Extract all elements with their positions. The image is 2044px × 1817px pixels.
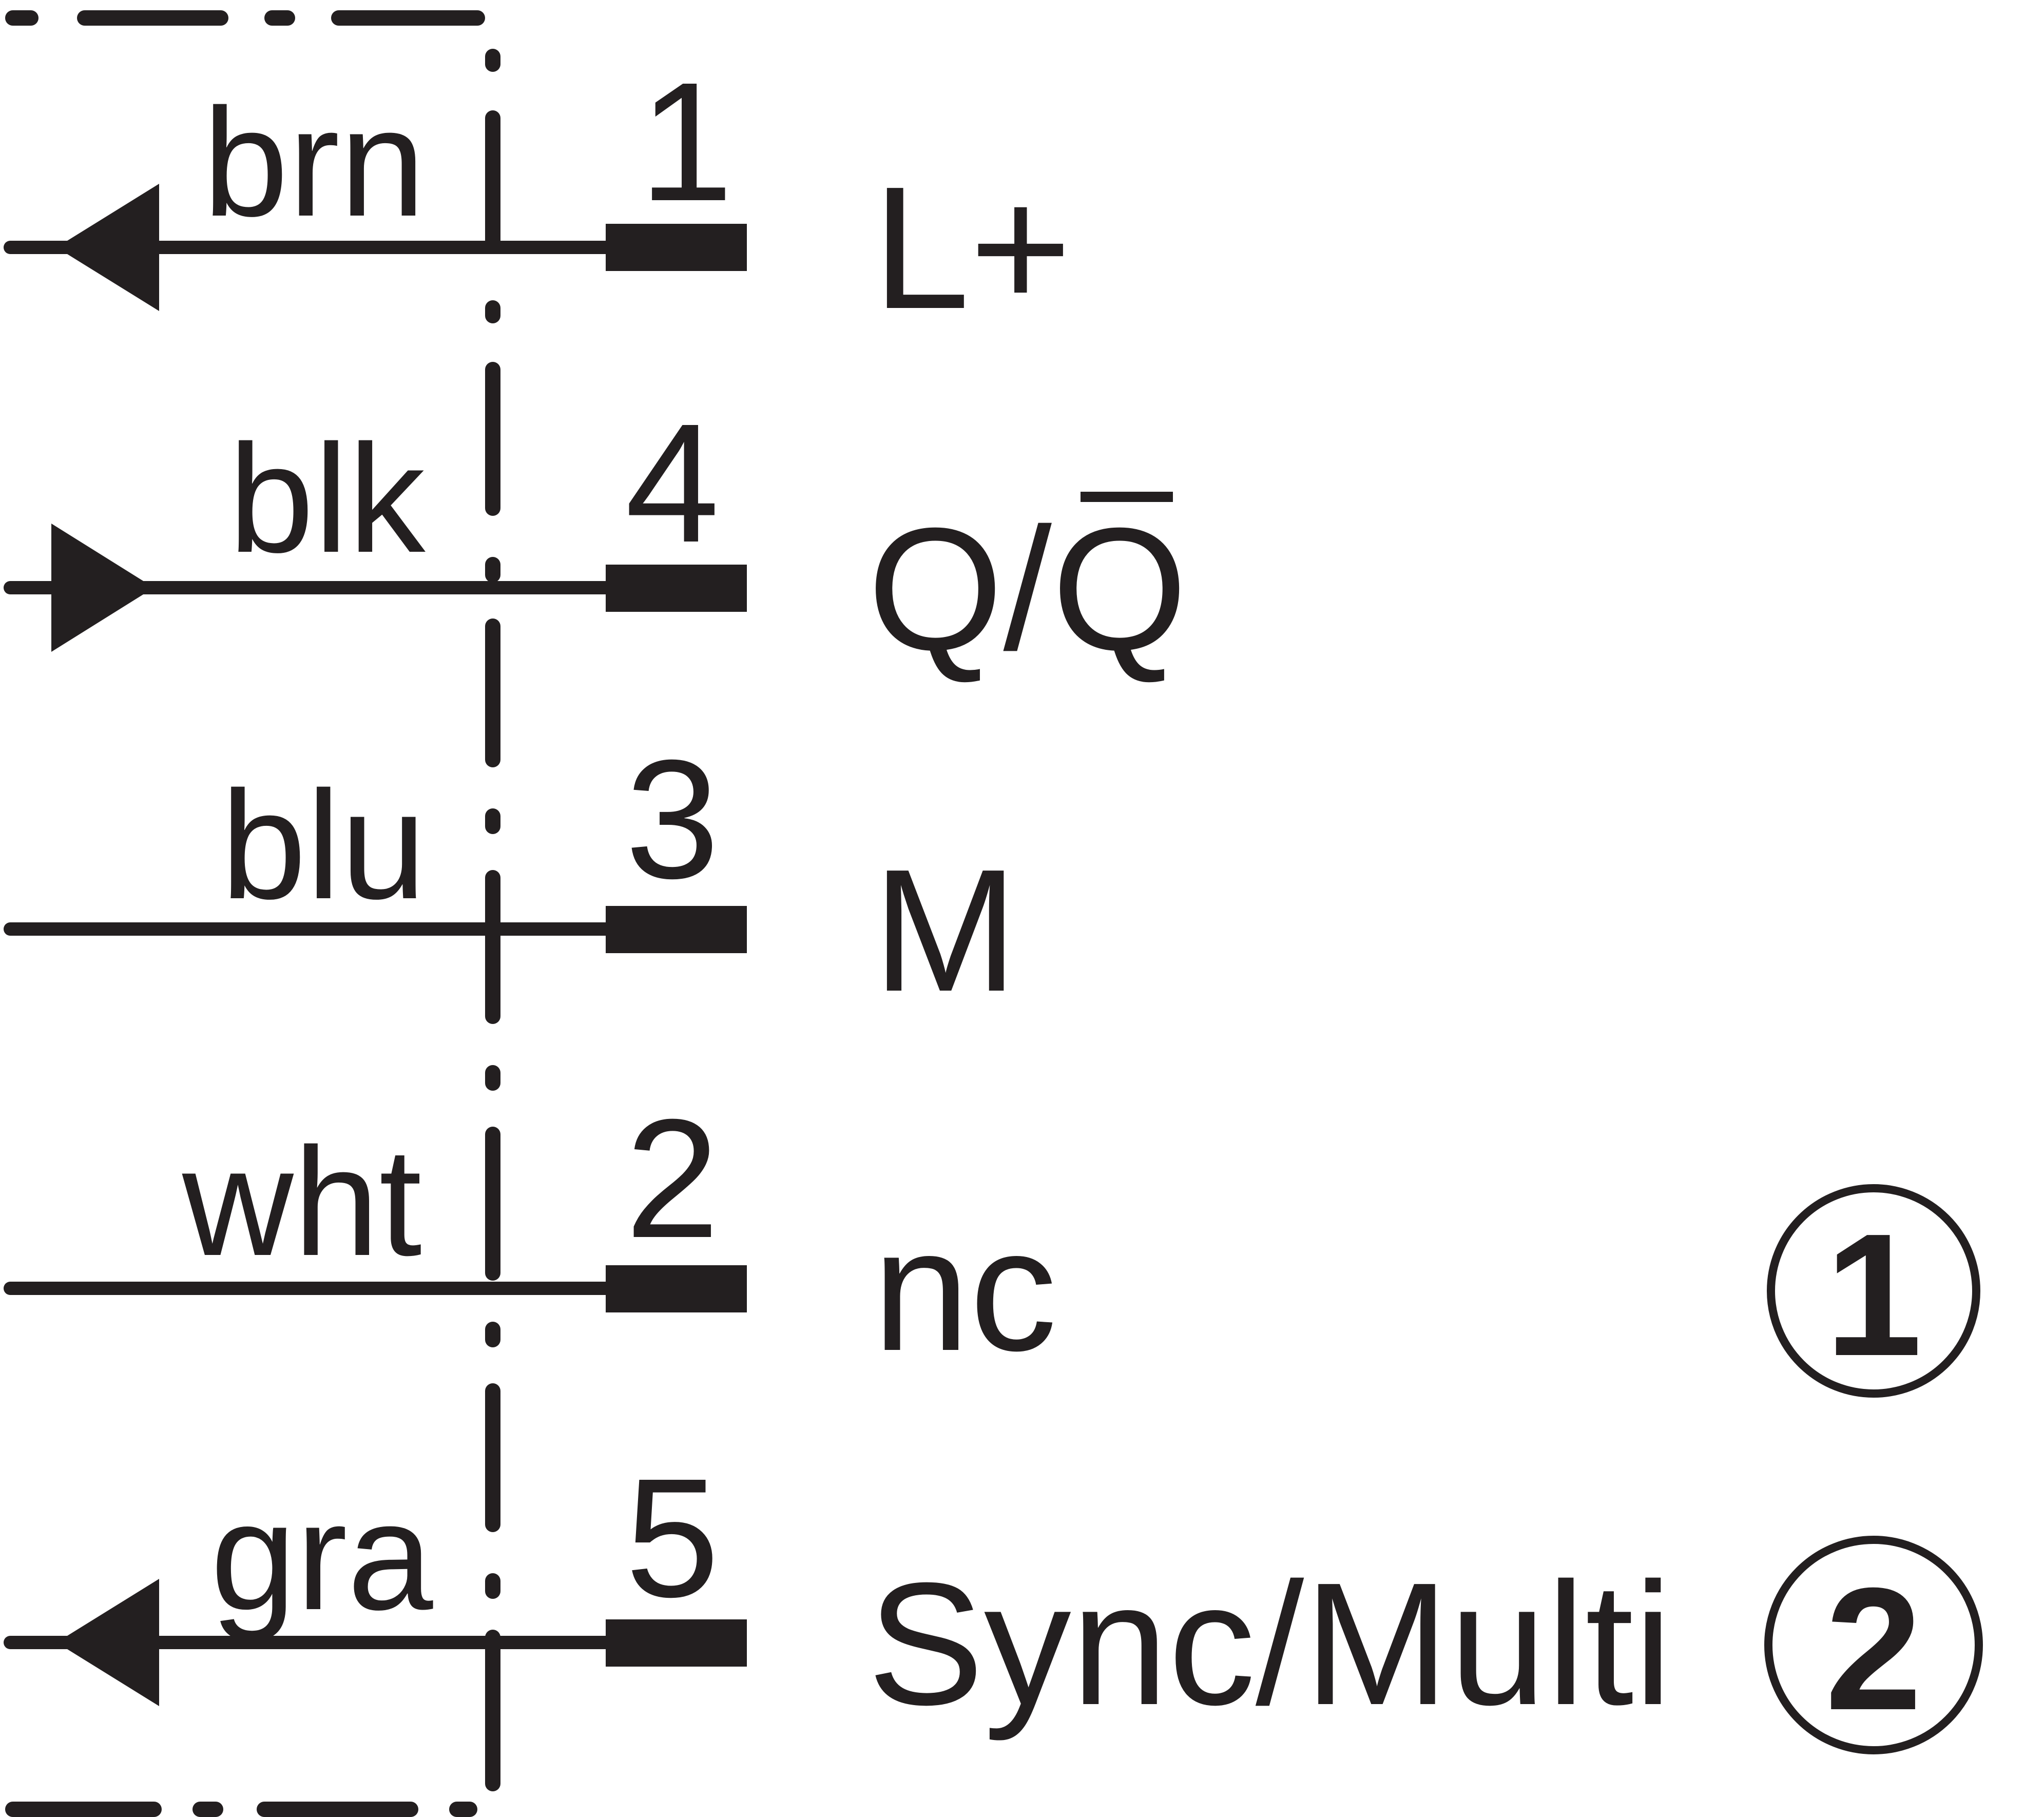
pin-terminal-bar [606, 224, 747, 271]
wire-color-label: blk [228, 412, 428, 585]
wire-color-label: gra [210, 1470, 434, 1643]
arrow-left-icon [56, 1579, 159, 1706]
pin-number: 2 [625, 1084, 720, 1273]
wire-row-gra: gra 5 Sync/Multi 2 [4, 1443, 1983, 1754]
pin-number: 3 [625, 724, 720, 914]
pin-terminal-bar [606, 565, 747, 612]
circled-marker-2 [1764, 1536, 1983, 1754]
pin-terminal-bar [606, 1619, 747, 1667]
signal-label: M [873, 833, 1018, 1028]
wire-row-brn: brn 1 L+ [4, 47, 1072, 345]
circled-marker-1 [1767, 1184, 1980, 1398]
wire-color-label: wht [180, 1115, 422, 1288]
pin-number: 5 [625, 1443, 720, 1632]
wire-row-blu: blu 3 M [4, 724, 1018, 1028]
wire-row-wht: wht 2 nc 1 [4, 1084, 1980, 1398]
pin-number: 1 [639, 47, 734, 236]
pin-number: 4 [625, 388, 720, 577]
arrow-right-icon [51, 524, 154, 652]
pin-terminal-bar [606, 1265, 747, 1312]
signal-label: Q/Q [867, 492, 1187, 687]
marker-number: 2 [1825, 1552, 1922, 1747]
marker-number: 1 [1825, 1197, 1922, 1393]
wire-row-blk: blk 4 Q/Q [4, 388, 1187, 687]
pin-terminal-bar [606, 906, 747, 953]
wire-color-label: brn [203, 76, 426, 248]
arrow-left-icon [56, 184, 159, 311]
signal-label: Sync/Multi [867, 1547, 1672, 1742]
signal-label: L+ [873, 150, 1072, 345]
wire-color-label: blu [221, 759, 426, 931]
signal-label: nc [873, 1192, 1057, 1387]
